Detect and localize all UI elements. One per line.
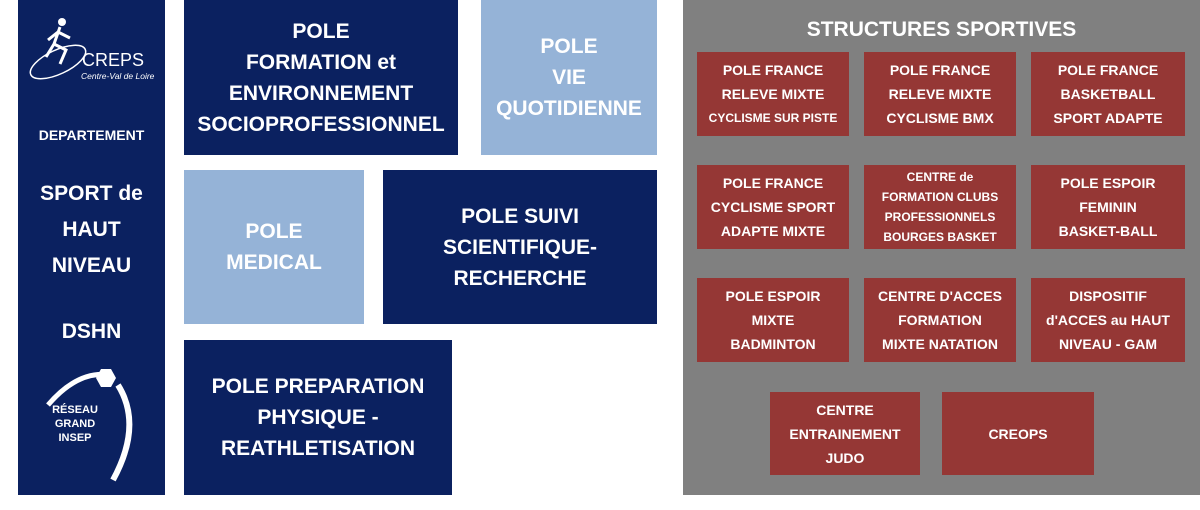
structure-item: POLE FRANCE RELEVE MIXTE CYCLISME BMX [864, 52, 1016, 136]
departement-label: DEPARTEMENT [38, 127, 145, 143]
logo-title: CREPS [82, 50, 145, 70]
structures-title: STRUCTURES SPORTIVES [806, 18, 1077, 41]
pole-suivi-scientifique: POLE SUIVI SCIENTIFIQUE- RECHERCHE [383, 170, 657, 324]
department-title: SPORT de HAUT NIVEAU [40, 182, 143, 277]
structure-item: CENTRE D'ACCES FORMATION MIXTE NATATION [864, 278, 1016, 362]
insep-logo: RÉSEAU GRAND INSEP [18, 365, 165, 495]
department-sidebar: CREPS Centre-Val de Loire DEPARTEMENT SP… [18, 0, 165, 495]
pole-vie-quotidienne: POLE VIE QUOTIDIENNE [481, 0, 657, 155]
structure-item: CENTRE de FORMATION CLUBS PROFESSIONNELS… [864, 165, 1016, 249]
structure-item: POLE FRANCE BASKETBALL SPORT ADAPTE [1031, 52, 1185, 136]
structure-item-line: POLE FRANCE [722, 62, 824, 78]
pole-medical: POLE MEDICAL [184, 170, 364, 324]
structure-item-line: RELEVE MIXTE [721, 86, 825, 102]
structure-item-line: CYCLISME SUR PISTE [708, 111, 838, 125]
structure-item: DISPOSITIF d'ACCES au HAUT NIVEAU - GAM [1031, 278, 1185, 362]
structure-item: POLE FRANCE RELEVE MIXTE CYCLISME SUR PIST… [697, 52, 849, 136]
runner-icon [29, 18, 87, 80]
logo-subtitle: Centre-Val de Loire [81, 71, 155, 81]
structure-item: CENTRE ENTRAINEMENT JUDO [770, 392, 920, 475]
structure-item: POLE FRANCE CYCLISME SPORT ADAPTE MIXTE [697, 165, 849, 249]
structure-item: POLE ESPOIR FEMININ BASKET-BALL [1031, 165, 1185, 249]
structure-item: POLE ESPOIR MIXTE BADMINTON [697, 278, 849, 362]
pole-preparation-physique: POLE PREPARATION PHYSIQUE - REATHLETISAT… [184, 340, 452, 495]
creps-logo: CREPS Centre-Val de Loire [18, 12, 165, 82]
pole-formation: POLE FORMATION et ENVIRONNEMENT SOCIOPRO… [184, 0, 458, 155]
dshn-label: DSHN [61, 320, 122, 343]
structure-item: CREOPS [942, 392, 1094, 475]
